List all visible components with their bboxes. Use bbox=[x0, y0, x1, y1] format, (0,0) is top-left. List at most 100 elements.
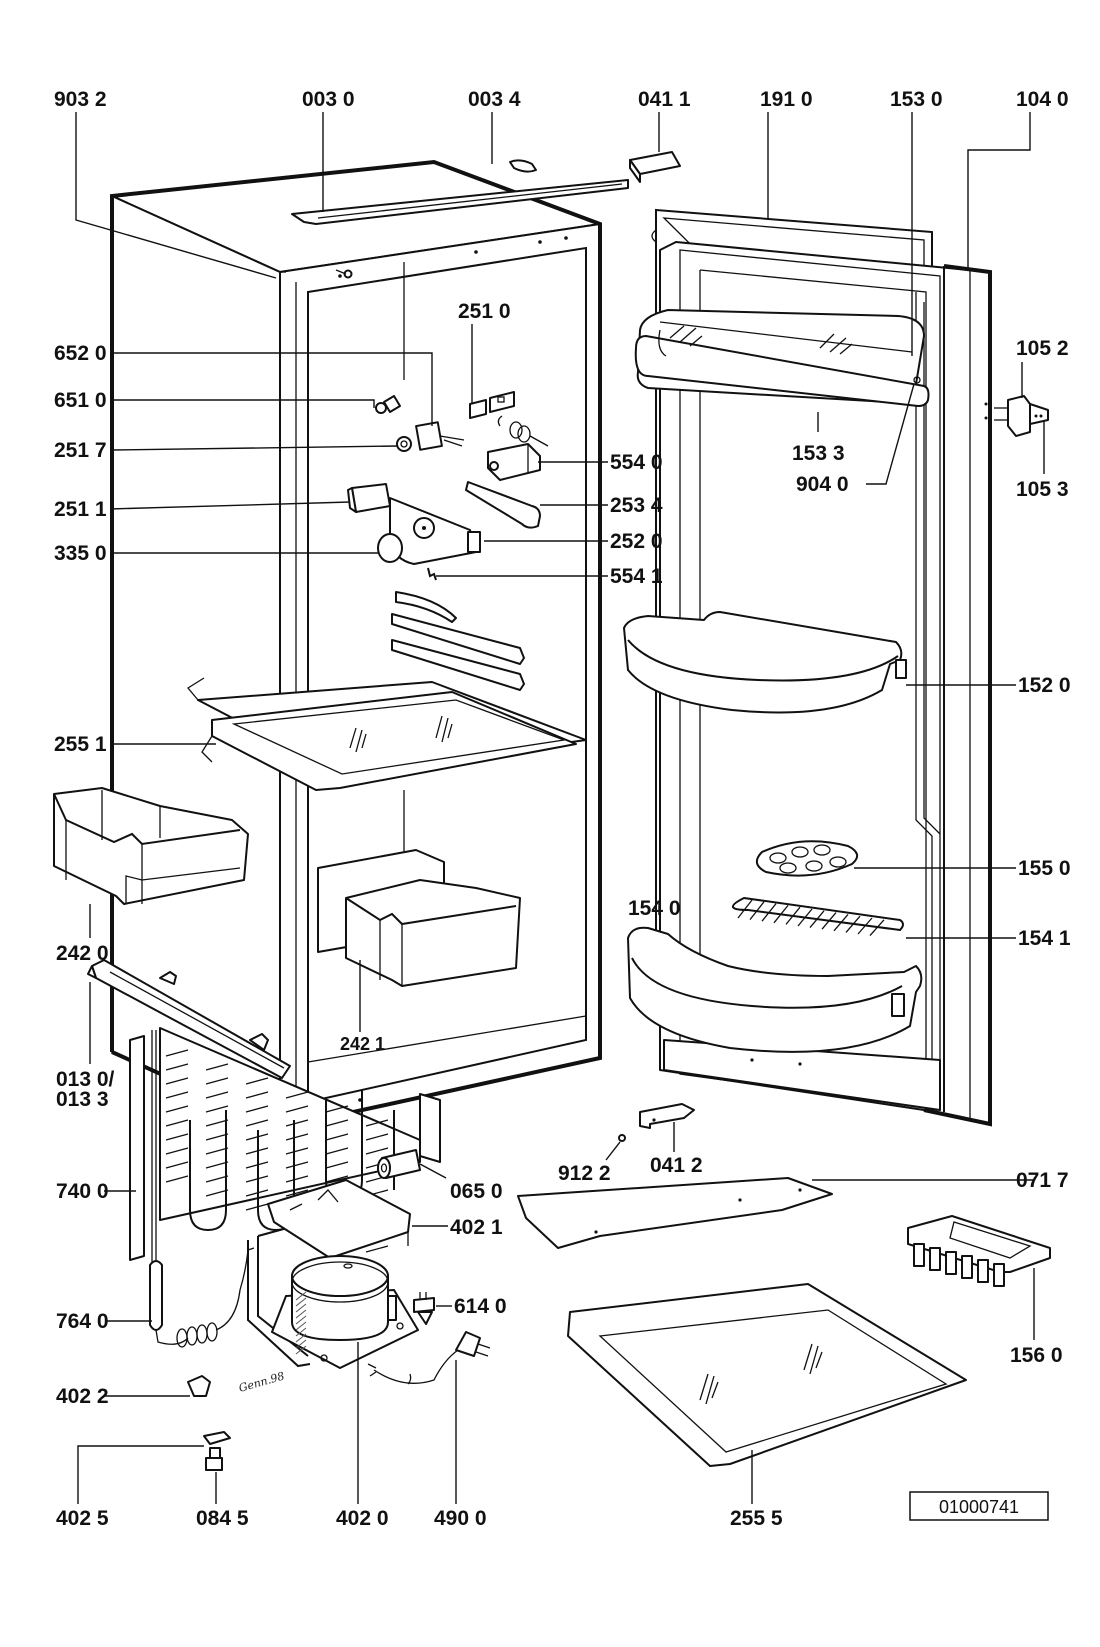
condenser-fin bbox=[245, 1077, 269, 1085]
condenser-fin bbox=[165, 1147, 189, 1155]
condenser-fin bbox=[245, 1119, 269, 1127]
condenser-fin bbox=[165, 1119, 189, 1127]
egg-tray bbox=[755, 840, 859, 877]
compressor-hatch-line bbox=[295, 1309, 307, 1319]
retainer-bar bbox=[761, 903, 777, 922]
callout-013-3: 013 3 bbox=[56, 1088, 109, 1111]
drawing-id-text: 01000741 bbox=[939, 1497, 1019, 1517]
bottle-shelf bbox=[627, 926, 923, 1053]
compressor-hatch-line bbox=[295, 1339, 307, 1349]
compressor-hatch-line bbox=[295, 1315, 307, 1325]
drawing-id-box bbox=[909, 1491, 1049, 1521]
callout-253-4: 253 4 bbox=[610, 494, 663, 517]
callout-084-5: 084 5 bbox=[196, 1507, 249, 1530]
retainer-bar bbox=[821, 912, 837, 930]
shelf-rails bbox=[391, 591, 525, 691]
condenser-fin bbox=[325, 1133, 349, 1141]
cabinet-pin bbox=[335, 269, 353, 279]
drain-sleeve bbox=[377, 1149, 421, 1179]
condenser-fin bbox=[165, 1161, 189, 1169]
kick-plate bbox=[87, 959, 291, 1079]
compressor-hatch-line bbox=[295, 1345, 307, 1355]
callout-003-4: 003 4 bbox=[468, 88, 521, 111]
dairy-compartment bbox=[634, 309, 930, 407]
condenser-fin bbox=[325, 1105, 349, 1113]
drawing-id: 01000741 bbox=[909, 1491, 1049, 1521]
retainer-bar bbox=[785, 906, 801, 925]
callout-764-0: 764 0 bbox=[56, 1310, 109, 1333]
callout-903-2: 903 2 bbox=[54, 88, 107, 111]
top-trim-strip bbox=[291, 179, 629, 225]
callout-402-1: 402 1 bbox=[450, 1216, 503, 1239]
ice-cell bbox=[977, 1259, 989, 1283]
callout-740-0: 740 0 bbox=[56, 1180, 109, 1203]
condenser-fin bbox=[365, 1147, 389, 1155]
condenser-fin bbox=[165, 1105, 189, 1113]
retainer-bar bbox=[809, 910, 825, 929]
ice-cell bbox=[993, 1263, 1005, 1287]
condenser-fin bbox=[365, 1245, 389, 1253]
callout-156-0: 156 0 bbox=[1010, 1344, 1063, 1367]
evaporation-tray bbox=[267, 1179, 411, 1274]
condenser-fin bbox=[205, 1189, 229, 1197]
callout-041-1: 041 1 bbox=[638, 88, 691, 111]
upper-hinge bbox=[629, 151, 681, 183]
condenser-fin bbox=[205, 1105, 229, 1113]
retainer-bar bbox=[833, 913, 849, 932]
retainer-bar bbox=[749, 901, 765, 921]
condenser-fin bbox=[165, 1133, 189, 1141]
condenser-fin bbox=[285, 1175, 309, 1183]
trim-end-cap bbox=[509, 159, 537, 173]
callout-255-5: 255 5 bbox=[730, 1507, 783, 1530]
callout-154-0: 154 0 bbox=[628, 897, 681, 920]
callout-104-0: 104 0 bbox=[1016, 88, 1069, 111]
callout-251-7: 251 7 bbox=[54, 439, 107, 462]
ice-cell bbox=[929, 1247, 941, 1271]
callout-242-1: 242 1 bbox=[340, 1034, 385, 1054]
condenser-fin bbox=[165, 1077, 189, 1085]
callout-013-0: 013 0/ bbox=[56, 1068, 115, 1091]
condenser-fin bbox=[285, 1189, 309, 1197]
ice-cell bbox=[945, 1251, 957, 1275]
condenser-fin bbox=[285, 1147, 309, 1155]
callout-065-0: 065 0 bbox=[450, 1180, 503, 1203]
condenser-fin bbox=[325, 1147, 349, 1155]
signature-text: Genn.98 bbox=[237, 1369, 286, 1394]
condenser-fin bbox=[285, 1091, 309, 1099]
callout-154-1: 154 1 bbox=[1018, 927, 1071, 950]
bottle-retainer bbox=[732, 897, 904, 937]
lower-hinge bbox=[639, 1103, 695, 1129]
compressor bbox=[271, 1255, 419, 1369]
ice-cube-tray bbox=[907, 1215, 1051, 1287]
compressor-grommet bbox=[187, 1375, 211, 1397]
retainer-bar bbox=[737, 899, 753, 919]
dryer-filter bbox=[149, 1247, 255, 1348]
condenser-fin bbox=[245, 1091, 269, 1099]
compressor-hatch-line bbox=[295, 1321, 307, 1331]
callout-252-0: 252 0 bbox=[610, 530, 663, 553]
callout-labels: 903 2 003 0 003 4 041 1 191 0 153 0 104 … bbox=[54, 88, 1071, 1530]
power-cord bbox=[367, 1331, 491, 1385]
callout-105-2: 105 2 bbox=[1016, 337, 1069, 360]
condenser-fin bbox=[165, 1175, 189, 1183]
glass-shelf-upper bbox=[187, 677, 587, 791]
door-screw bbox=[618, 1134, 626, 1142]
compressor-hatch-line bbox=[295, 1297, 307, 1307]
retainer-bar bbox=[869, 919, 885, 937]
condenser-fin bbox=[365, 1119, 389, 1127]
callout-041-2: 041 2 bbox=[650, 1154, 703, 1177]
condenser-fin bbox=[205, 1175, 229, 1183]
starter-relay bbox=[413, 1292, 435, 1325]
callout-071-7: 071 7 bbox=[1016, 1169, 1069, 1192]
retainer-bar bbox=[797, 908, 813, 927]
condenser-fin bbox=[165, 1049, 189, 1057]
callout-003-0: 003 0 bbox=[302, 88, 355, 111]
callout-554-1: 554 1 bbox=[610, 565, 663, 588]
callout-402-2: 402 2 bbox=[56, 1385, 109, 1408]
condenser-fin bbox=[165, 1063, 189, 1071]
callout-651-0: 651 0 bbox=[54, 389, 107, 412]
retainer-bar bbox=[845, 915, 861, 933]
condenser-fin bbox=[205, 1091, 229, 1099]
mounting-bracket bbox=[517, 1177, 833, 1249]
